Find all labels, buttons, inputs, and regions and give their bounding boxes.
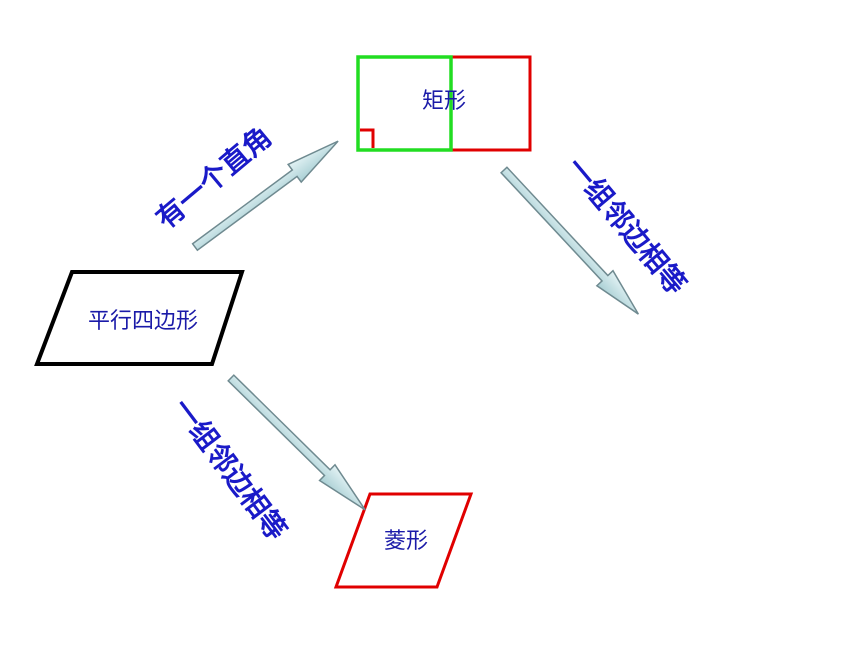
edge-label-right-angle: 有一个直角 bbox=[150, 120, 278, 235]
parallelogram-node: 平行四边形 bbox=[34, 270, 245, 366]
arrow-to-rhombus bbox=[227, 374, 366, 511]
parallelogram-shape bbox=[34, 270, 245, 366]
rectangle-node: 矩形 bbox=[356, 55, 532, 152]
right-angle-mark bbox=[360, 128, 375, 148]
rectangle-shape bbox=[356, 55, 532, 152]
rhombus-shape bbox=[333, 492, 474, 589]
parallelogram-label: 平行四边形 bbox=[88, 309, 198, 334]
square-overlay-shape bbox=[356, 55, 453, 152]
arrow-to-rectangle bbox=[191, 140, 339, 252]
edge-label-adjacent-sides-square: 一组邻边相等 bbox=[560, 151, 693, 301]
rectangle-label: 矩形 bbox=[422, 89, 466, 114]
rhombus-node: 菱形 bbox=[333, 492, 474, 589]
arrow-rectangle-to-square bbox=[500, 166, 640, 315]
rhombus-label: 菱形 bbox=[384, 529, 428, 554]
